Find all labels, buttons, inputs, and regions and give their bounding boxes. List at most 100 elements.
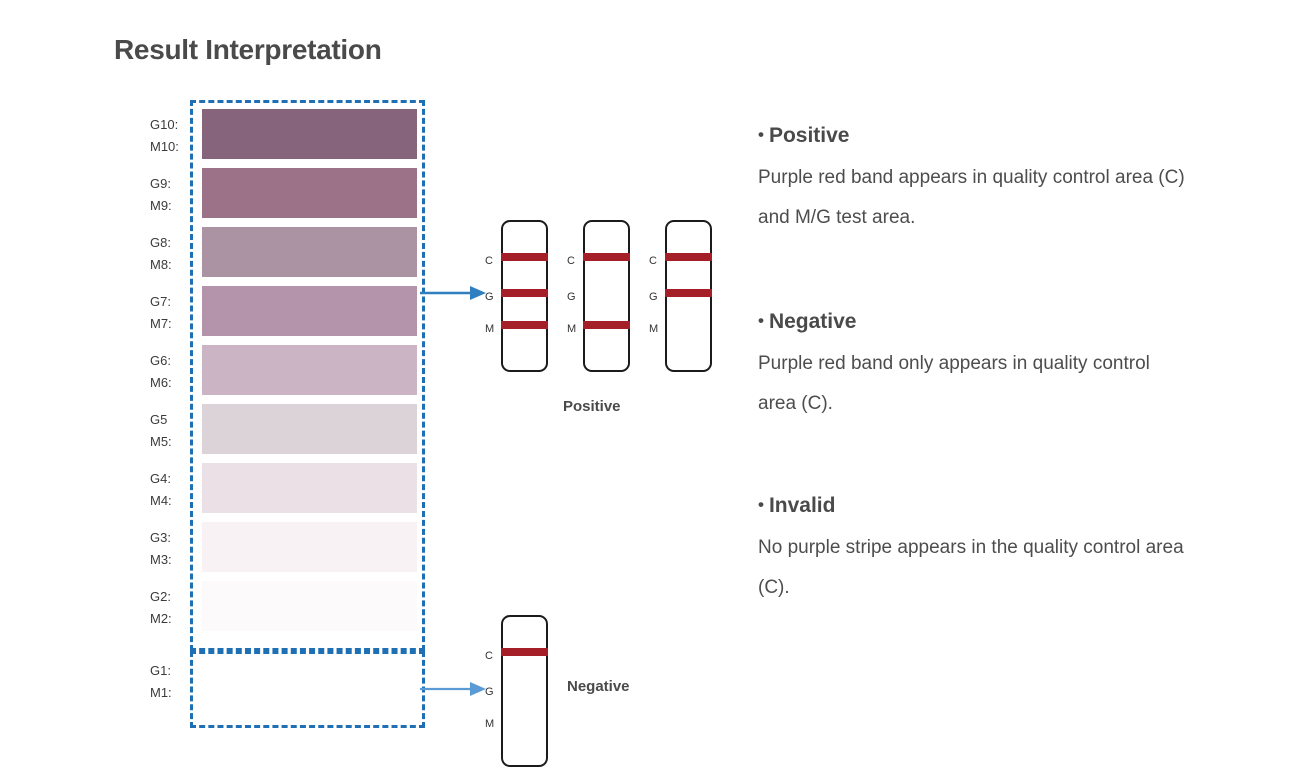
color-swatch	[202, 168, 417, 218]
scale-label-g: G9:	[150, 176, 171, 191]
scale-row: G3: M3:	[150, 519, 425, 578]
strip-body	[500, 220, 548, 372]
scale-row-labels: G2: M2:	[150, 578, 192, 637]
bullet-icon: •	[758, 125, 764, 144]
band-m	[500, 321, 548, 329]
legend-heading-text: Positive	[768, 124, 850, 147]
color-swatch	[202, 286, 417, 336]
band-g	[500, 289, 548, 297]
legend-body-positive: Purple red band appears in quality contr…	[758, 167, 1185, 228]
scale-label-g: G1:	[150, 663, 171, 678]
scale-row-labels: G5 M5:	[150, 401, 192, 460]
scale-label-g: G3:	[150, 530, 171, 545]
scale-row-labels: G1: M1:	[150, 652, 192, 711]
strip-body	[664, 220, 712, 372]
scale-row: G5 M5:	[150, 401, 425, 460]
legend-heading-negative: •Negative	[758, 310, 1188, 334]
legend-heading-positive: •Positive	[758, 124, 1188, 148]
zone-label-m: M	[485, 323, 495, 335]
dashed-selection-box-positive-range	[190, 100, 425, 651]
scale-row: G8: M8:	[150, 224, 425, 283]
scale-row: G10: M10:	[150, 106, 425, 165]
arrow-to-negative-strip	[420, 682, 486, 696]
strip-body	[582, 220, 630, 372]
scale-label-m: M10:	[150, 139, 179, 154]
zone-label-g: G	[485, 686, 494, 698]
strip-zone-labels: C G M	[485, 615, 501, 767]
scale-label-g: G4:	[150, 471, 171, 486]
negative-caption: Negative	[567, 678, 630, 695]
band-m	[582, 321, 630, 329]
legend-block-invalid: •Invalid No purple stripe appears in the…	[758, 494, 1188, 608]
zone-label-m: M	[485, 718, 495, 730]
scale-row: G9: M9:	[150, 165, 425, 224]
scale-label-g: G6:	[150, 353, 171, 368]
legend-body-invalid: No purple stripe appears in the quality …	[758, 537, 1184, 598]
scale-label-m: M7:	[150, 316, 172, 331]
zone-label-g: G	[485, 291, 494, 303]
zone-label-c: C	[485, 650, 493, 662]
scale-label-g: G8:	[150, 235, 171, 250]
scale-label-m: M3:	[150, 552, 172, 567]
positive-caption: Positive	[563, 398, 621, 415]
strip-zone-labels: C G M	[485, 220, 501, 372]
strip-zone-labels: C G M	[567, 220, 583, 372]
scale-row-labels: G3: M3:	[150, 519, 192, 578]
color-swatch	[202, 345, 417, 395]
scale-row-labels: G6: M6:	[150, 342, 192, 401]
strip-zone-labels: C G M	[649, 220, 665, 372]
zone-label-c: C	[485, 255, 493, 267]
legend-heading-text: Negative	[768, 310, 857, 333]
zone-label-c: C	[649, 255, 657, 267]
scale-label-m: M1:	[150, 685, 172, 700]
band-c	[582, 253, 630, 261]
band-c	[664, 253, 712, 261]
zone-label-g: G	[649, 291, 658, 303]
legend-heading-text: Invalid	[768, 494, 836, 517]
color-swatch	[202, 463, 417, 513]
zone-label-c: C	[567, 255, 575, 267]
scale-row-labels: G7: M7:	[150, 283, 192, 342]
bullet-icon: •	[758, 495, 764, 514]
band-c	[500, 253, 548, 261]
scale-row-labels: G8: M8:	[150, 224, 192, 283]
scale-label-m: M6:	[150, 375, 172, 390]
color-swatch	[202, 581, 417, 631]
scale-label-m: M2:	[150, 611, 172, 626]
color-swatch	[202, 227, 417, 277]
scale-row-labels: G4: M4:	[150, 460, 192, 519]
scale-label-g: G10:	[150, 117, 179, 132]
scale-label-m: M5:	[150, 434, 172, 449]
scale-label-m: M4:	[150, 493, 172, 508]
scale-label-g: G5	[150, 412, 168, 427]
zone-label-m: M	[567, 323, 577, 335]
legend-block-negative: •Negative Purple red band only appears i…	[758, 310, 1188, 424]
legend-block-positive: •Positive Purple red band appears in qua…	[758, 124, 1188, 238]
legend-body-negative: Purple red band only appears in quality …	[758, 353, 1150, 414]
scale-label-g: G7:	[150, 294, 171, 309]
color-swatch	[202, 404, 417, 454]
color-scale-panel: G10: M10: G9: M9: G8: M8: G7: M7: G6: M6…	[150, 100, 430, 730]
zone-label-g: G	[567, 291, 576, 303]
scale-row-labels: G10: M10:	[150, 106, 192, 165]
legend-heading-invalid: •Invalid	[758, 494, 1188, 518]
bullet-icon: •	[758, 311, 764, 330]
scale-row: G6: M6:	[150, 342, 425, 401]
zone-label-m: M	[649, 323, 659, 335]
arrow-to-positive-strips	[420, 286, 486, 300]
scale-label-m: M8:	[150, 257, 172, 272]
color-swatch	[202, 655, 417, 705]
scale-row: G1: M1:	[150, 652, 425, 711]
color-swatch	[202, 109, 417, 159]
scale-row-labels: G9: M9:	[150, 165, 192, 224]
page-title: Result Interpretation	[114, 34, 382, 65]
band-c	[500, 648, 548, 656]
strip-body	[500, 615, 548, 767]
color-swatch	[202, 522, 417, 572]
scale-label-m: M9:	[150, 198, 172, 213]
scale-row: G2: M2:	[150, 578, 425, 637]
scale-row: G4: M4:	[150, 460, 425, 519]
scale-label-g: G2:	[150, 589, 171, 604]
band-g	[664, 289, 712, 297]
scale-row: G7: M7:	[150, 283, 425, 342]
